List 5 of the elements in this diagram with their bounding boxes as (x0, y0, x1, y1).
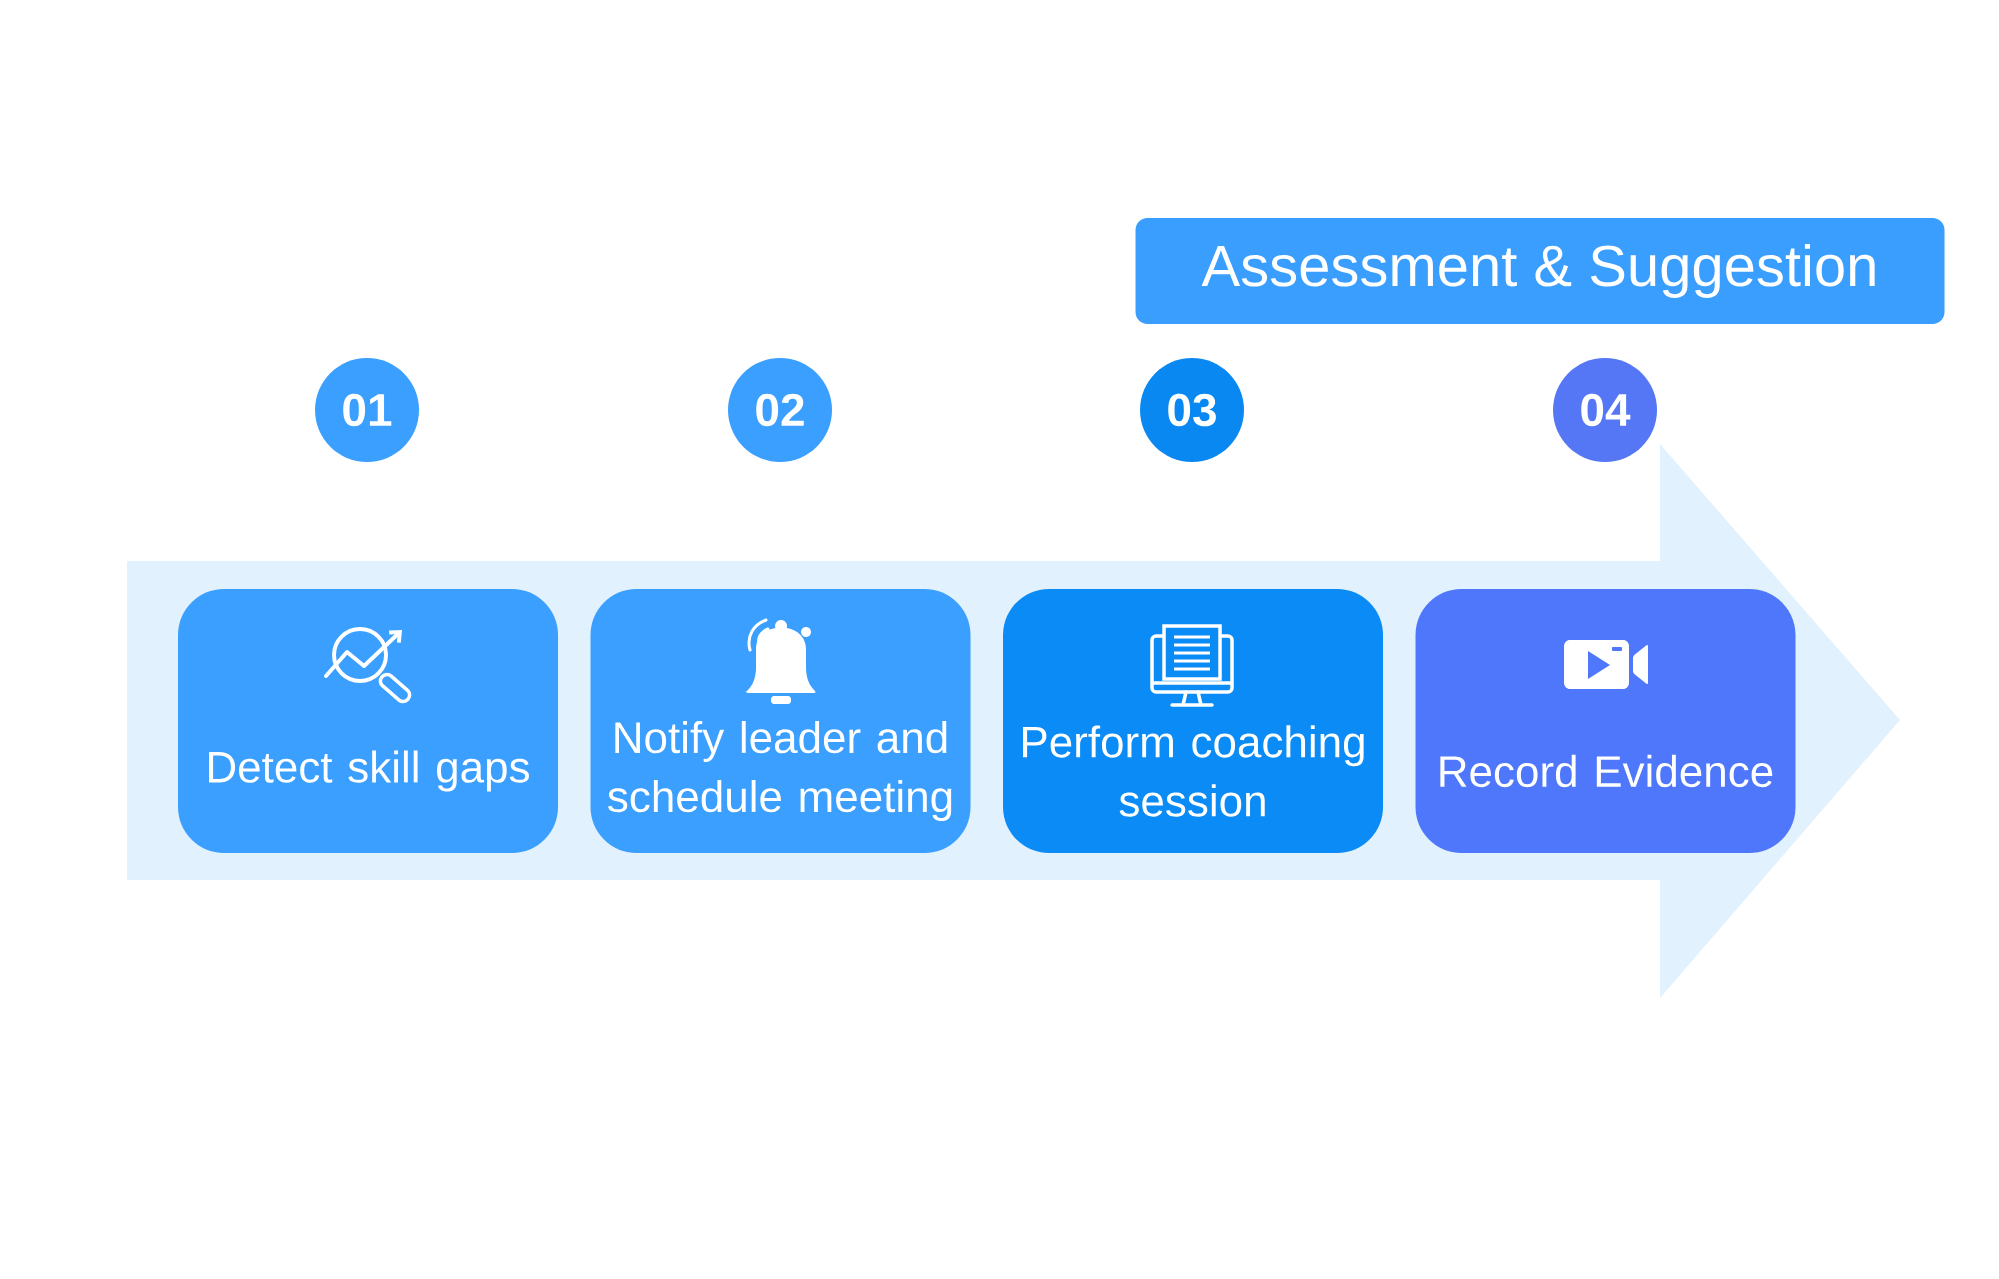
step-box: Notify leader and schedule meeting (590, 589, 971, 853)
step-box: Detect skill gaps (178, 589, 558, 853)
step-box: Record Evidence (1415, 589, 1796, 853)
step-box: Perform coaching session (1003, 589, 1383, 853)
title-banner: Assessment & Suggestion (1135, 218, 1945, 324)
